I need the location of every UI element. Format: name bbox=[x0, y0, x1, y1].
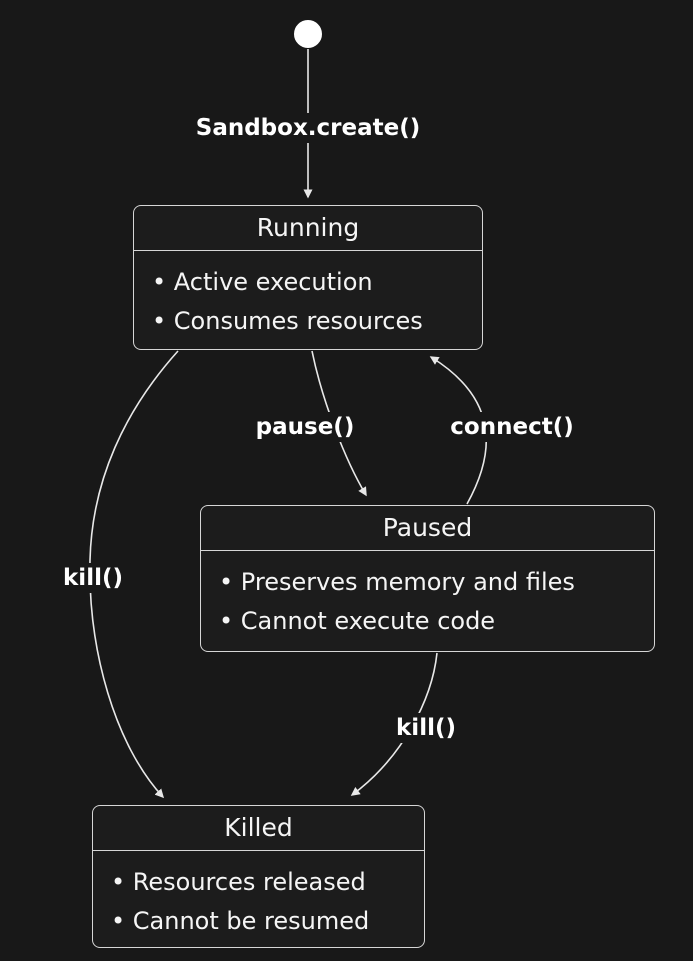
state-body: Preserves memory and files Cannot execut… bbox=[201, 551, 654, 653]
state-bullet: Consumes resources bbox=[152, 302, 464, 341]
state-node-paused: Paused Preserves memory and files Cannot… bbox=[200, 505, 655, 652]
state-body: Resources released Cannot be resumed bbox=[93, 851, 424, 953]
state-bullet: Preserves memory and files bbox=[219, 563, 636, 602]
state-node-killed: Killed Resources released Cannot be resu… bbox=[92, 805, 425, 948]
state-title: Paused bbox=[201, 506, 654, 551]
transition-label-kill-running: kill() bbox=[57, 563, 129, 593]
transition-label-kill-paused: kill() bbox=[390, 713, 462, 743]
state-bullet: Active execution bbox=[152, 263, 464, 302]
state-body: Active execution Consumes resources bbox=[134, 251, 482, 353]
transition-label-connect: connect() bbox=[444, 412, 580, 442]
arrow-running-to-killed bbox=[89, 350, 179, 799]
state-title: Running bbox=[134, 206, 482, 251]
state-node-running: Running Active execution Consumes resour… bbox=[133, 205, 483, 350]
initial-state-node bbox=[294, 20, 322, 48]
transition-label-pause: pause() bbox=[249, 412, 361, 442]
transition-label-create: Sandbox.create() bbox=[189, 113, 427, 143]
state-bullet: Cannot be resumed bbox=[111, 902, 406, 941]
state-bullet: Resources released bbox=[111, 863, 406, 902]
state-bullet: Cannot execute code bbox=[219, 602, 636, 641]
state-title: Killed bbox=[93, 806, 424, 851]
